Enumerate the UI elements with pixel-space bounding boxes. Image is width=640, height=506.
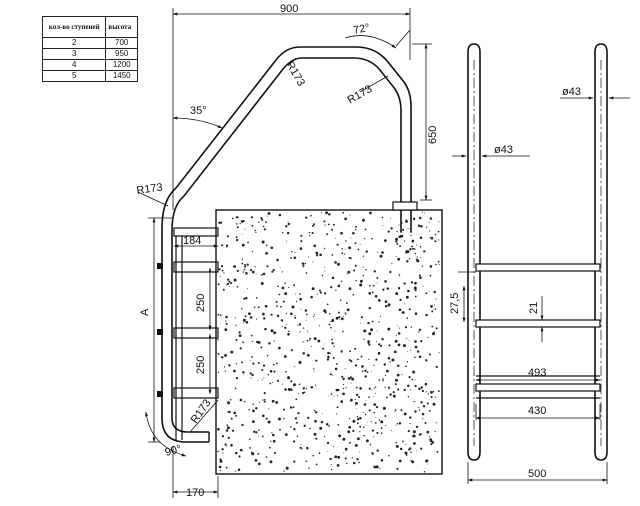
dim-21: 21: [528, 302, 540, 314]
dim-250-b: 250: [195, 356, 207, 374]
side-steps: [173, 227, 219, 440]
side-dimensions: [137, 8, 432, 498]
dim-r173-left: R173: [136, 181, 164, 197]
dim-o43-top: ø43: [562, 86, 581, 98]
front-dimension-labels: ø43 ø43 27,5 21 493 430 500: [449, 86, 581, 480]
dim-430: 430: [528, 405, 546, 417]
dim-r173-top-right: R173: [346, 83, 375, 107]
dim-650: 650: [427, 126, 439, 144]
front-view-steps: [475, 263, 601, 399]
dim-35deg: 35°: [190, 105, 207, 117]
table-row: 4 1200: [41, 59, 138, 71]
dim-900: 900: [280, 3, 298, 15]
dim-250-a: 250: [195, 294, 207, 312]
dim-27-5: 27,5: [449, 293, 461, 314]
front-view-dimensions: [452, 96, 630, 484]
side-bolts: [157, 263, 163, 397]
dim-72deg: 72°: [352, 22, 371, 37]
dim-r173-top-left: R173: [283, 60, 307, 89]
dim-493: 493: [528, 367, 546, 379]
dim-500: 500: [528, 468, 546, 480]
concrete-speckle-pattern: [217, 211, 440, 473]
dim-90deg: 90°: [164, 443, 183, 459]
steps-height-table: кол-во ступеней высота 2 700 3 950 4 120…: [41, 16, 138, 82]
dim-r173-bottom: R173: [189, 397, 214, 425]
dim-a: A: [139, 308, 151, 316]
cell-height: 1450: [105, 70, 138, 82]
dim-184: 184: [183, 235, 201, 247]
table-row: 5 1450: [41, 70, 138, 82]
dim-o43-mid: ø43: [494, 144, 513, 156]
cell-steps: 5: [41, 70, 107, 82]
table-row: 2 700: [41, 37, 138, 49]
front-view-ladder: [467, 43, 608, 461]
concrete-wall: [215, 209, 443, 475]
dim-170: 170: [186, 487, 204, 499]
